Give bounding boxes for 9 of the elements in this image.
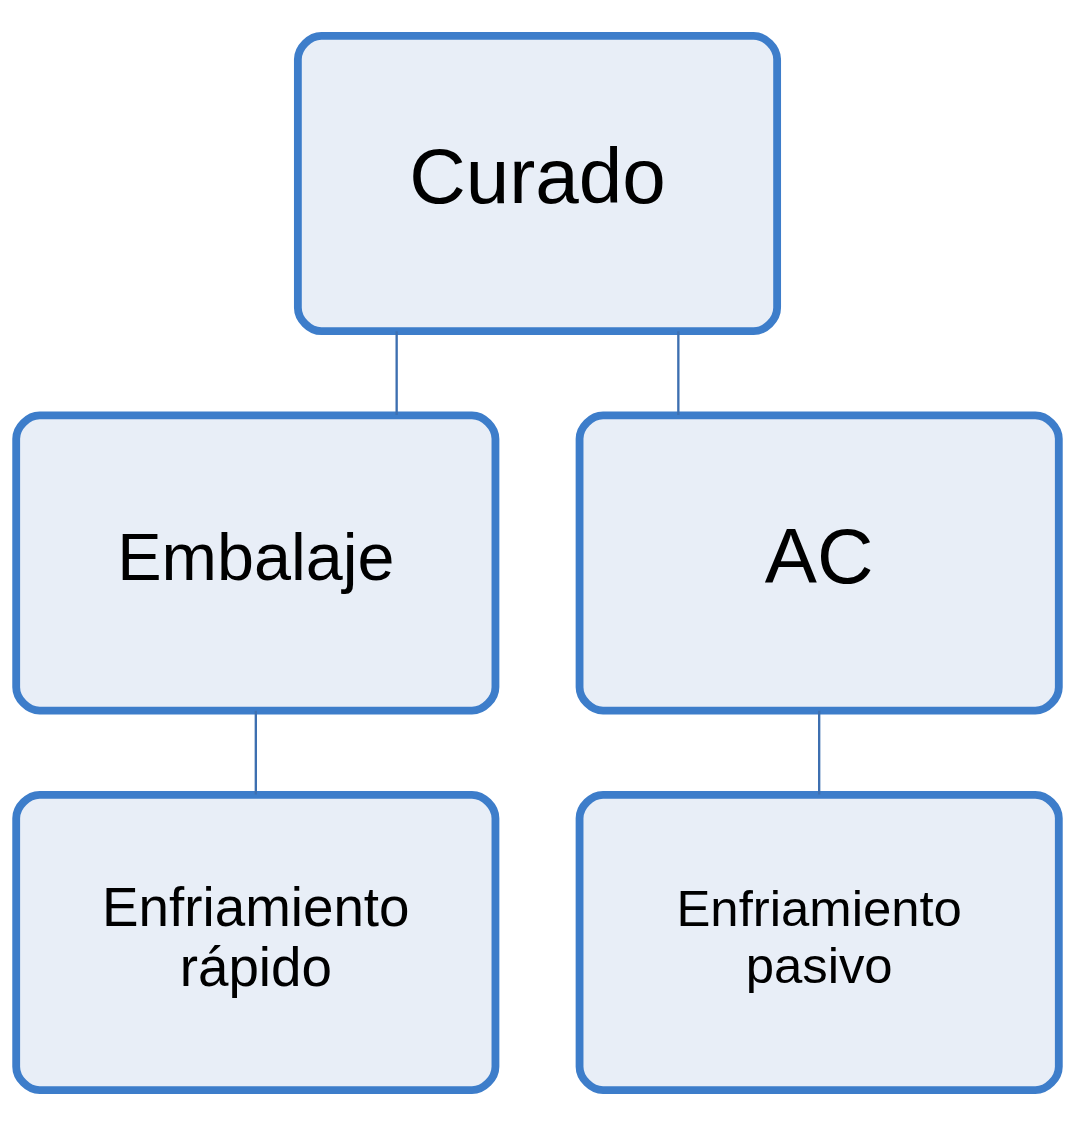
node-box: Enfriamiento pasivo bbox=[575, 790, 1063, 1094]
connector bbox=[395, 330, 398, 415]
node-box: Curado bbox=[293, 31, 782, 335]
connector bbox=[818, 710, 821, 794]
node-box: Embalaje bbox=[12, 410, 500, 715]
connector bbox=[254, 710, 257, 794]
node-box: Enfriamiento rápido bbox=[12, 790, 500, 1094]
node-box: AC bbox=[575, 410, 1063, 715]
connector bbox=[677, 330, 680, 415]
